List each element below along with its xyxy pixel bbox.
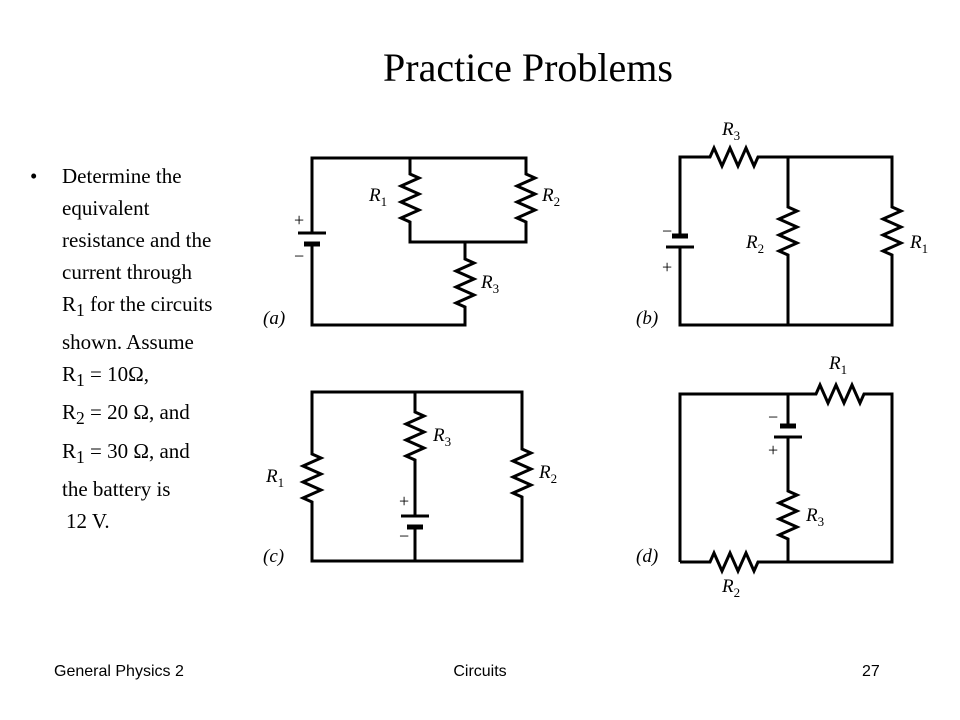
battery-d-minus: − — [768, 407, 778, 427]
resistor-c-r3 — [402, 408, 428, 464]
resistor-a-r2 — [513, 170, 539, 226]
problem-line: shown. Assume — [62, 330, 194, 355]
resistor-c-r1 — [299, 450, 325, 506]
circuit-a-label: (a) — [263, 308, 285, 329]
problem-line: Determine the — [62, 164, 182, 188]
label-b-r1: R1 — [909, 232, 928, 256]
label-d-r3: R3 — [805, 505, 824, 529]
label-d-r2: R2 — [721, 576, 740, 600]
resistor-d-r1 — [812, 381, 868, 407]
battery-c-plus: + — [399, 491, 409, 511]
problem-line: 12 V. — [66, 508, 110, 533]
resistor-b-r3 — [706, 144, 762, 170]
label-a-r2: R2 — [541, 185, 560, 209]
resistor-a-r1 — [397, 170, 423, 226]
given-r3: R1 = 30 Ω, and — [62, 438, 190, 467]
page-number: 27 — [862, 663, 880, 680]
battery-a-minus: − — [294, 246, 304, 266]
resistor-d-r3 — [775, 487, 801, 543]
label-b-r3: R3 — [721, 119, 740, 143]
label-b-r2: R2 — [745, 232, 764, 256]
given-r2: R2 = 20 Ω, and — [62, 400, 190, 429]
label-a-r3: R3 — [480, 272, 499, 296]
label-d-r1: R1 — [828, 353, 847, 377]
slide-title: Practice Problems — [383, 45, 673, 90]
circuit-c — [299, 390, 535, 563]
circuit-b-label: (b) — [636, 308, 658, 329]
resistor-c-r2 — [509, 445, 535, 501]
circuit-c-label: (c) — [263, 546, 284, 567]
circuit-a-wires — [310, 156, 528, 327]
given-r1: R1 = 10Ω, — [62, 362, 149, 391]
problem-line: resistance and the — [62, 228, 212, 252]
label-a-r1: R1 — [368, 185, 387, 209]
problem-line: current through — [62, 260, 193, 284]
label-c-r1: R1 — [265, 466, 284, 490]
circuit-a — [298, 156, 539, 327]
resistor-b-r1 — [879, 203, 905, 259]
resistor-d-r2 — [706, 549, 762, 575]
resistor-a-r3 — [452, 255, 478, 311]
battery-a-plus: + — [294, 210, 304, 230]
circuit-d-label: (d) — [636, 546, 658, 567]
battery-d-plus: + — [768, 440, 778, 460]
label-c-r2: R2 — [538, 462, 557, 486]
circuit-b-wires — [678, 155, 894, 327]
problem-line: equivalent — [62, 196, 150, 220]
bullet-marker: • — [30, 164, 38, 188]
circuit-d-wires — [678, 392, 894, 564]
label-c-r3: R3 — [432, 425, 451, 449]
problem-line: R1 for the circuits — [62, 292, 213, 321]
resistor-b-r2 — [775, 203, 801, 259]
footer-topic: Circuits — [453, 663, 507, 680]
battery-c-minus: − — [399, 526, 409, 546]
circuit-d — [678, 381, 894, 575]
circuit-c-wires — [310, 390, 524, 563]
battery-b-plus: + — [662, 257, 672, 277]
problem-statement: Determine the equivalent resistance and … — [62, 160, 262, 537]
footer-course: General Physics 2 — [54, 663, 184, 680]
circuit-b — [666, 144, 905, 327]
battery-b-minus: − — [662, 221, 672, 241]
problem-line: the battery is — [62, 476, 171, 501]
